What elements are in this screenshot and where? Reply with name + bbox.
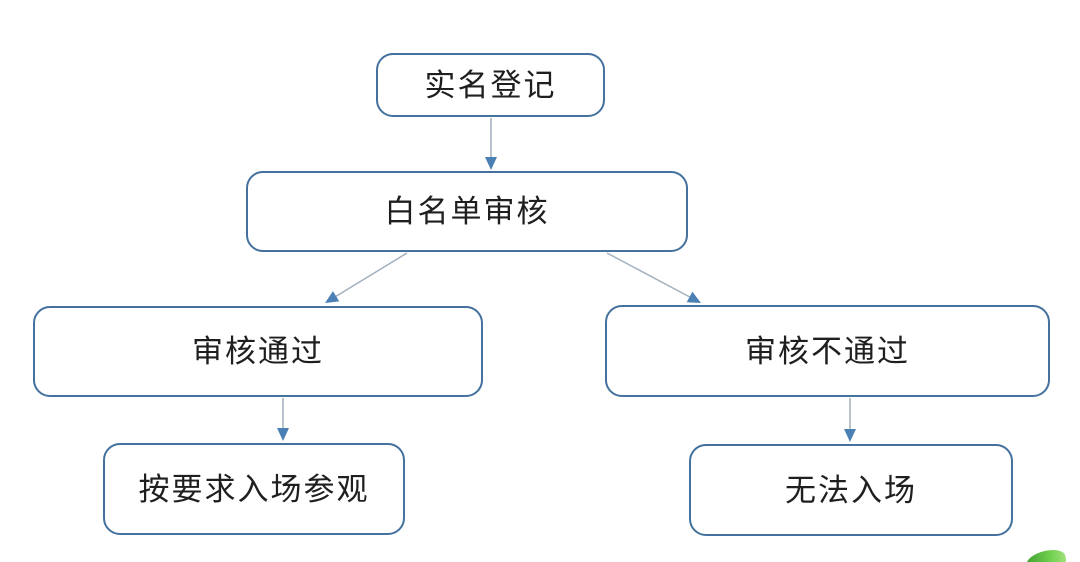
arrowhead-icon (485, 157, 497, 170)
green-watermark-fragment (1024, 547, 1068, 562)
flow-arrow-review-failed-to-cannot-enter (844, 398, 856, 442)
flow-node-register: 实名登记 (376, 53, 605, 117)
flow-node-label: 无法入场 (785, 472, 917, 508)
flow-node-label: 审核不通过 (745, 333, 910, 369)
flow-node-label: 审核通过 (192, 334, 324, 369)
arrowhead-icon (325, 291, 340, 303)
flow-node-label: 白名单审核 (384, 194, 550, 229)
flow-arrow-review-passed-to-enter-as-required (277, 398, 289, 441)
flow-arrow-whitelist-review-to-review-failed (606, 252, 701, 303)
flow-arrow-register-to-whitelist-review (485, 118, 497, 170)
flow-node-review-passed: 审核通过 (33, 306, 483, 397)
flow-node-label: 实名登记 (424, 67, 557, 103)
flow-node-label: 按要求入场参观 (138, 471, 370, 507)
flow-arrow-whitelist-review-to-review-passed (325, 252, 408, 303)
arrowhead-icon (277, 428, 289, 441)
arrowhead-icon (686, 291, 701, 303)
flow-node-enter-as-required: 按要求入场参观 (103, 443, 405, 535)
flow-node-cannot-enter: 无法入场 (689, 444, 1013, 536)
flow-node-review-failed: 审核不通过 (605, 305, 1050, 397)
arrowhead-icon (844, 429, 856, 442)
flow-node-whitelist-review: 白名单审核 (246, 171, 688, 252)
